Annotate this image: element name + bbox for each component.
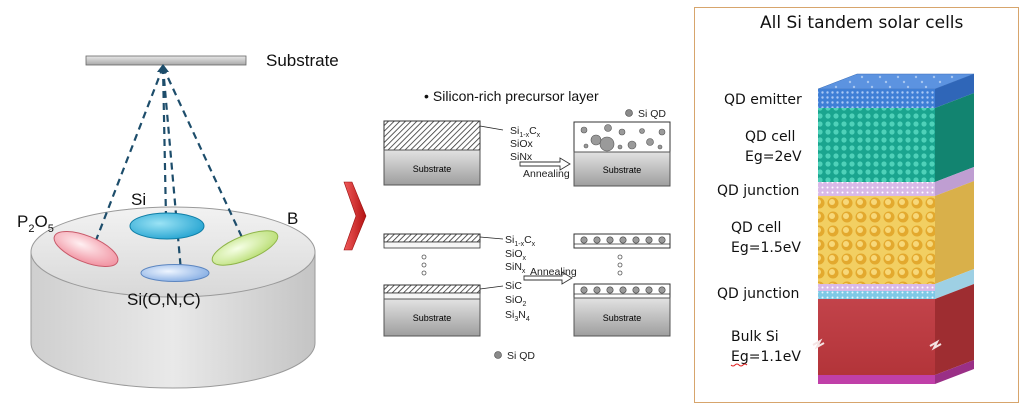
label-bulk-si: Bulk Si <box>731 329 779 345</box>
bottom-annealing-label: Annealing <box>530 266 577 278</box>
label-qd-emitter: QD emitter <box>724 92 802 108</box>
side-qd-emitter <box>935 74 974 108</box>
bottom-label-sic: SiC <box>505 280 522 292</box>
top-right-substrate <box>573 151 671 187</box>
target-si-label: Si <box>131 190 146 209</box>
top-label-sinx: SiNx <box>510 151 533 163</box>
label-eg-1: Eg=2eV <box>745 149 802 165</box>
precursor-title: •Silicon-rich precursor layer <box>424 88 599 104</box>
target-sionc-label: Si(O,N,C) <box>127 290 201 309</box>
bottom-thin-layer-1 <box>383 233 481 243</box>
top-left-substrate <box>383 149 481 186</box>
stack-top-face-dots <box>834 75 954 89</box>
top-label-leader <box>479 125 504 131</box>
bottom-label-siox: SiOx <box>505 248 527 262</box>
bottom-thin-layer-1b <box>383 241 481 249</box>
sputter-schematic: Substrate Si P2O5 B Si(O,N,C) <box>17 51 339 389</box>
substrate-label: Substrate <box>266 51 339 70</box>
si-qd-legend-bottom: Si QD <box>507 350 535 362</box>
bottom-thin-layer-2b <box>383 292 481 300</box>
target-p2o5-label: P2O5 <box>17 212 54 235</box>
side-base <box>935 360 974 384</box>
si-qd-legend-top: Si QD <box>638 108 666 120</box>
side-qd-cell-2 <box>935 181 974 284</box>
precursor-diagram: •Silicon-rich precursor layer Substrate … <box>383 88 671 362</box>
target-sionc <box>140 264 210 282</box>
bottom-left-substrate <box>383 298 481 337</box>
layer-qd-cell-1 <box>818 108 935 182</box>
bottom-right-substrate <box>573 297 671 337</box>
target-b-label: B <box>287 209 298 228</box>
top-label-siox: SiOx <box>510 138 534 150</box>
label-qd-cell-1: QD cell <box>745 129 795 145</box>
top-annealing-arrow <box>519 157 571 171</box>
layer-base <box>818 375 935 384</box>
top-annealing-label: Annealing <box>523 168 570 180</box>
process-arrow <box>343 181 367 251</box>
bottom-label-sio2: SiO2 <box>505 294 527 308</box>
top-qd-dots <box>580 124 666 152</box>
tandem-panel: All Si tandem solar cells QD em <box>717 13 975 384</box>
target-b <box>211 230 279 266</box>
spellcheck-underline <box>730 363 748 367</box>
layer-bulk-si <box>818 299 935 375</box>
label-eg-3: Eg=1.1eV <box>731 349 801 365</box>
side-qd-junction-2 <box>935 269 974 299</box>
bottom-right-substrate-text: Substrate <box>603 313 642 323</box>
bottom-label-leader-1 <box>479 236 504 240</box>
label-qd-cell-2: QD cell <box>731 220 781 236</box>
top-left-substrate-text: Substrate <box>413 164 452 174</box>
top-right-substrate-text: Substrate <box>603 165 642 175</box>
top-precursor-layer <box>383 120 481 151</box>
substrate-plate <box>85 55 247 66</box>
bottom-right-ellipsis <box>617 254 623 276</box>
si-qd-legend-dot-top <box>625 109 633 117</box>
layer-qd-cell-2 <box>818 196 935 284</box>
layer-qd-junction-2 <box>818 284 935 291</box>
bulk-break-marks <box>812 338 942 351</box>
chamber-top <box>30 206 316 298</box>
bottom-label-leader-2 <box>479 285 504 290</box>
target-si <box>129 212 205 240</box>
side-qd-cell-1 <box>935 93 974 182</box>
bottom-label-si3n4: Si3N4 <box>505 309 530 323</box>
bottom-label-si1xcx: Si1-xCx <box>505 234 536 248</box>
label-eg-2: Eg=1.5eV <box>731 240 801 256</box>
bottom-label-sinx: SiNx <box>505 261 526 275</box>
top-label-si1xcx: Si1-xCx <box>510 125 541 139</box>
tandem-title: All Si tandem solar cells <box>760 13 964 33</box>
bottom-thin-layer-2 <box>383 284 481 294</box>
bottom-left-ellipsis <box>421 254 427 276</box>
bottom-left-substrate-text: Substrate <box>413 313 452 323</box>
label-qd-junction-1: QD junction <box>717 183 799 199</box>
side-bulk-si <box>935 284 974 375</box>
si-qd-legend-dot-bottom <box>494 351 502 359</box>
label-qd-junction-2: QD junction <box>717 286 799 302</box>
target-p2o5 <box>53 230 119 268</box>
side-qd-junction-1 <box>935 167 974 196</box>
layer-qd-junction-1 <box>818 182 935 196</box>
beam-apex-arrow <box>157 64 169 72</box>
layer-qd-junction-2b <box>818 291 935 299</box>
bottom-right-qd-row-2 <box>580 286 666 294</box>
bottom-right-qd-row-1 <box>580 236 666 244</box>
bottom-annealing-arrow <box>523 271 573 285</box>
layer-qd-emitter <box>818 89 935 108</box>
